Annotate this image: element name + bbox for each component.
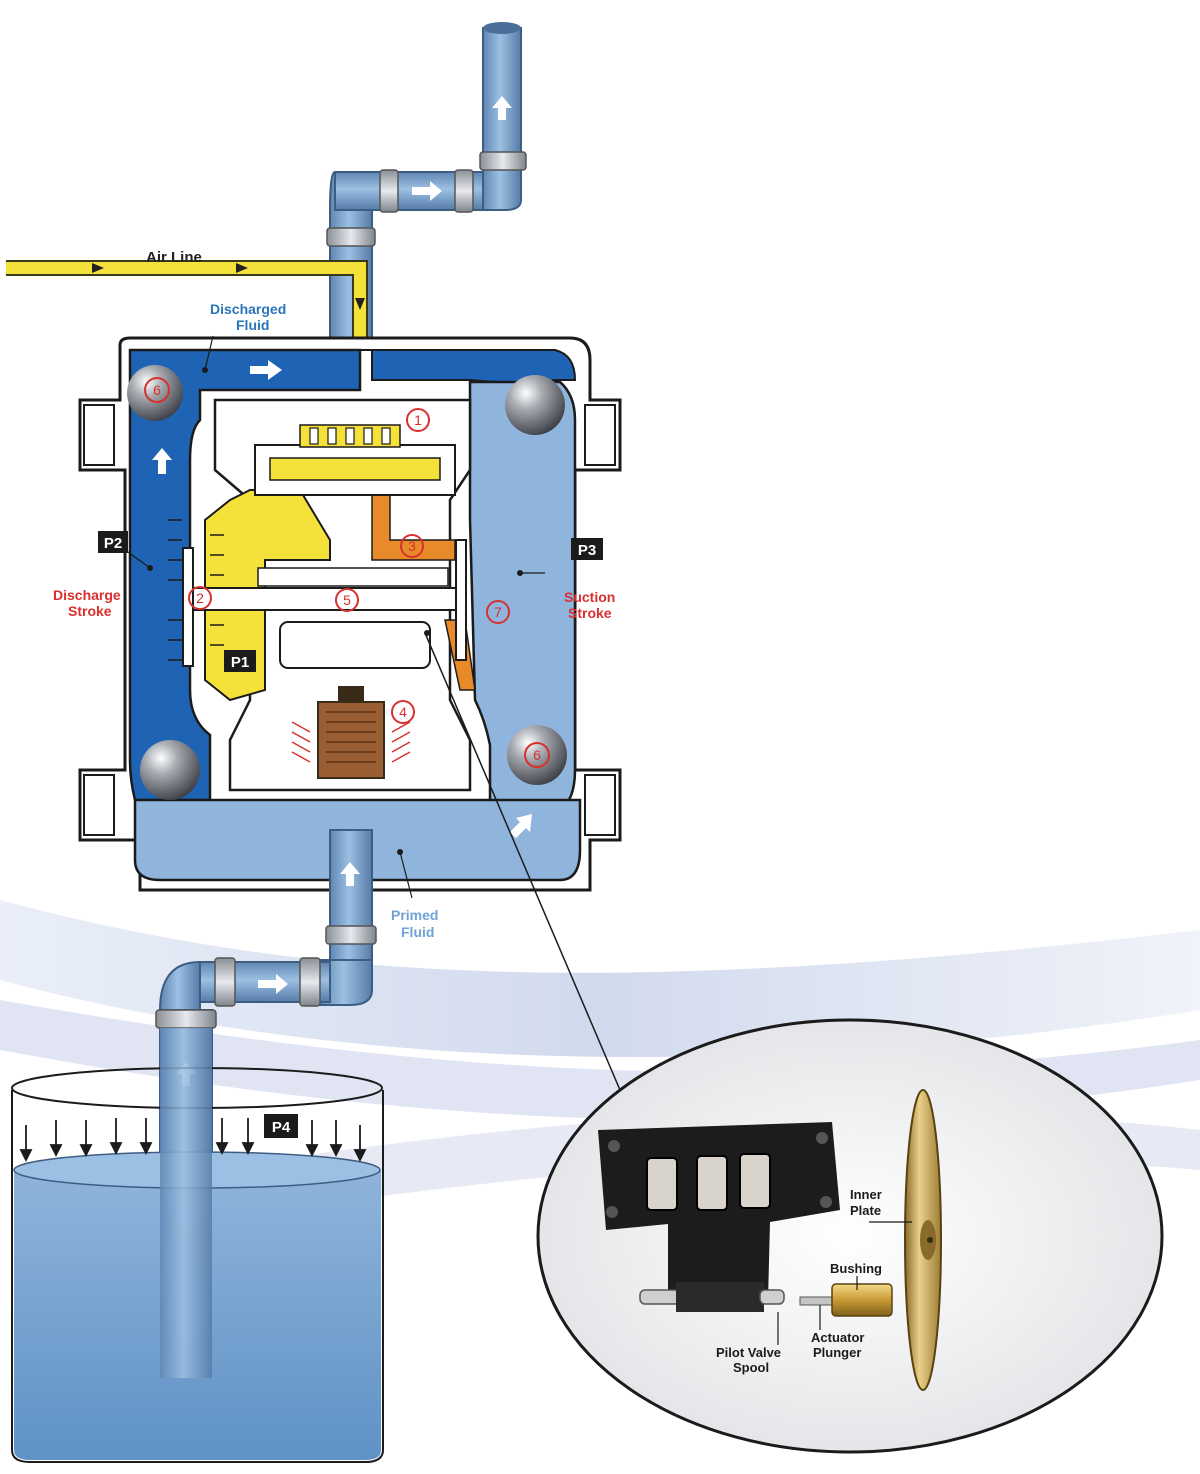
suction-stroke-label-1: Suction — [564, 589, 615, 605]
callout-2: 2 — [196, 590, 204, 606]
discharge-stroke-label-2: Stroke — [68, 603, 112, 619]
pressure-tags — [98, 531, 603, 1138]
detail-leader-line — [424, 632, 621, 1091]
callout-7: 7 — [494, 604, 502, 620]
callout-3: 3 — [408, 538, 416, 554]
callout-6-bottom: 6 — [533, 747, 541, 763]
actuator-plunger-label-1: Actuator — [811, 1330, 864, 1345]
callout-6-top: 6 — [153, 382, 161, 398]
callout-5: 5 — [343, 592, 351, 608]
discharge-stroke-label-1: Discharge — [53, 587, 121, 603]
p3-tag: P3 — [578, 542, 596, 559]
p1-tag: P1 — [231, 654, 249, 671]
check-ball-top-left — [127, 365, 183, 421]
bushing-label: Bushing — [830, 1261, 882, 1276]
detail-inset — [536, 1018, 1164, 1454]
check-ball-bottom-right — [507, 725, 567, 785]
inner-plate-label-2: Plate — [850, 1203, 881, 1218]
callout-6-badges — [144, 377, 550, 768]
pump-body — [78, 335, 622, 899]
suction-stroke-label-2: Stroke — [568, 605, 612, 621]
p4-tag: P4 — [272, 1119, 291, 1136]
air-line-label: Air Line — [146, 249, 202, 266]
callout-1: 1 — [414, 412, 422, 428]
actuator-plunger-label-2: Plunger — [813, 1345, 861, 1360]
primed-fluid-label-2: Fluid — [401, 924, 434, 940]
callout-4: 4 — [399, 704, 407, 720]
supply-tank — [11, 1028, 384, 1463]
pilot-valve-spool-label-2: Spool — [733, 1360, 769, 1375]
p2-tag: P2 — [104, 535, 122, 552]
check-ball-top-right — [505, 375, 565, 435]
pilot-valve-spool-label-1: Pilot Valve — [716, 1345, 781, 1360]
discharged-fluid-label-1: Discharged — [210, 301, 286, 317]
check-ball-bottom-left — [140, 740, 200, 800]
primed-fluid-label-1: Primed — [391, 907, 438, 923]
outlet-pipe — [326, 22, 527, 381]
inner-plate-label-1: Inner — [850, 1187, 882, 1202]
discharged-fluid-label-2: Fluid — [236, 317, 269, 333]
callouts — [188, 408, 510, 724]
